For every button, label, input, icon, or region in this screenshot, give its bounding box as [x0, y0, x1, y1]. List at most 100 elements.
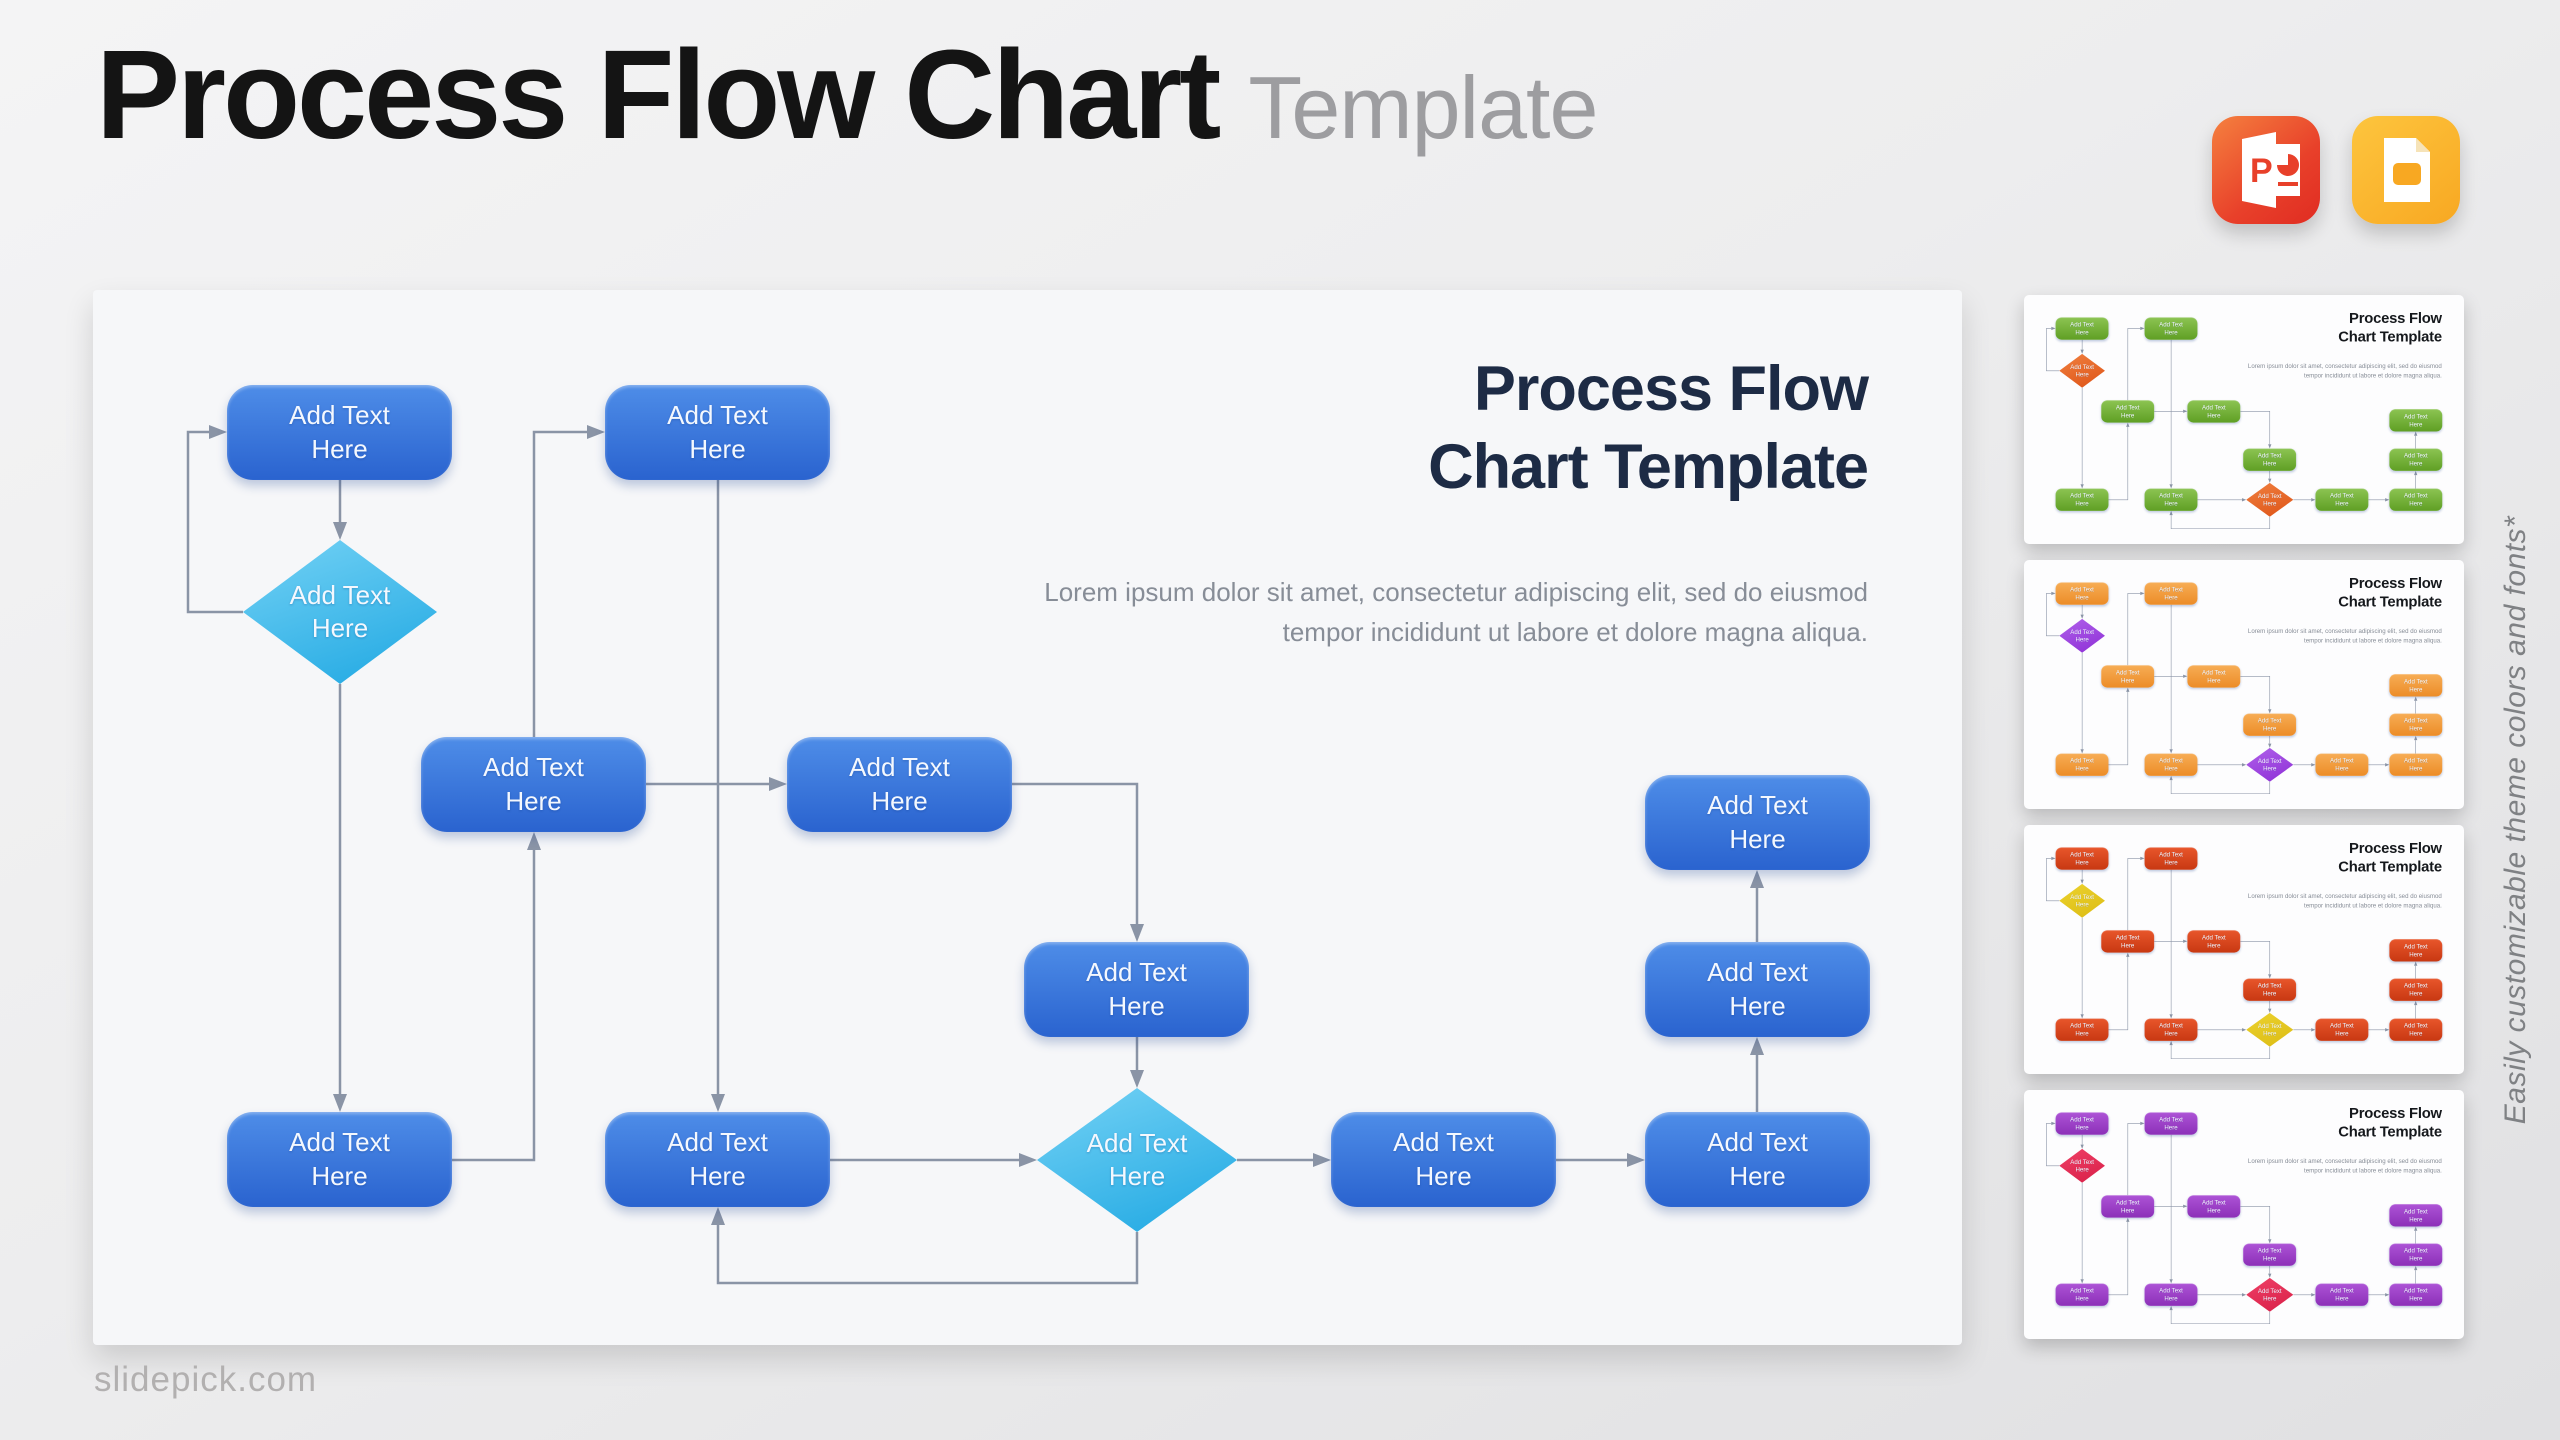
- flow-node-label: Add Text Here: [2115, 933, 2140, 949]
- slide-title-line1: Process Flow: [2349, 1105, 2442, 1122]
- flow-node[interactable]: Add Text Here: [2144, 488, 2198, 511]
- google-slides-icon-glyph: [2384, 138, 2430, 202]
- flow-node-label: Add Text Here: [2070, 320, 2094, 336]
- flow-node-label: Add Text Here: [2159, 850, 2183, 866]
- flow-node[interactable]: Add Text Here: [2315, 488, 2369, 511]
- flow-node-label: Add Text Here: [1086, 957, 1187, 1021]
- slide-title-line2: Chart Template: [2338, 593, 2442, 610]
- flow-node[interactable]: Add Text Here: [2389, 1018, 2443, 1041]
- flow-node[interactable]: Add Text Here: [787, 737, 1012, 832]
- flow-node[interactable]: Add Text Here: [2243, 448, 2297, 471]
- flow-node-label: Add Text Here: [2070, 1158, 2094, 1174]
- flow-node[interactable]: Add Text Here: [421, 737, 646, 832]
- flow-node-label: Add Text Here: [2257, 717, 2282, 732]
- flow-node[interactable]: Add Text Here: [2243, 978, 2297, 1001]
- slide-canvas: Add Text Here Add Text Here Add Text Her…: [2024, 560, 2464, 808]
- thumbnail-green-theme-slide[interactable]: Add Text Here Add Text Here Add Text Her…: [2024, 295, 2464, 544]
- side-note: Easily customizable theme colors and fon…: [2499, 515, 2532, 1125]
- flow-node[interactable]: Add Text Here: [2187, 665, 2241, 688]
- flow-node[interactable]: Add Text Here: [2187, 930, 2241, 953]
- flow-node-label: Add Text Here: [2159, 320, 2183, 336]
- flow-node[interactable]: Add Text Here: [2389, 978, 2443, 1001]
- flow-node-label: Add Text Here: [1393, 1127, 1494, 1191]
- flow-node-label: Add Text Here: [2159, 757, 2183, 772]
- flow-node[interactable]: Add Text Here: [1645, 1112, 1870, 1207]
- thumbnail-orange-theme-slide[interactable]: Add Text Here Add Text Here Add Text Her…: [2024, 560, 2464, 809]
- flow-node[interactable]: Add Text Here: [1024, 942, 1249, 1037]
- flow-node[interactable]: Add Text Here: [2101, 930, 2155, 953]
- flow-node[interactable]: Add Text Here: [2055, 488, 2109, 511]
- flow-node[interactable]: Add Text Here: [2055, 1283, 2109, 1306]
- flow-node[interactable]: Add Text Here: [2389, 713, 2443, 736]
- flow-connectors: [2046, 1121, 2418, 1325]
- flow-node-label: Add Text Here: [2070, 492, 2094, 507]
- flow-node[interactable]: Add Text Here: [2055, 1112, 2109, 1135]
- flow-node[interactable]: Add Text Here: [2315, 1283, 2369, 1306]
- flow-node[interactable]: Add Text Here: [2389, 939, 2443, 962]
- flow-node-label: Add Text Here: [2070, 850, 2094, 866]
- flow-node[interactable]: Add Text Here: [2389, 1204, 2443, 1227]
- flow-node[interactable]: Add Text Here: [2389, 448, 2443, 471]
- flow-node-label: Add Text Here: [2070, 628, 2094, 644]
- flow-node[interactable]: Add Text Here: [2243, 1243, 2297, 1266]
- mini-slide-host: Add Text Here Add Text Here Add Text Her…: [2024, 295, 2464, 543]
- thumbnail-purple-theme-slide[interactable]: Add Text Here Add Text Here Add Text Her…: [2024, 1090, 2464, 1339]
- flow-node[interactable]: Add Text Here: [2055, 582, 2109, 605]
- slide-description: Lorem ipsum dolor sit amet, consectetur …: [2247, 892, 2442, 910]
- flow-node[interactable]: Add Text Here: [2144, 753, 2198, 776]
- flow-node[interactable]: Add Text Here: [2389, 409, 2443, 432]
- flow-node[interactable]: Add Text Here: [2315, 753, 2369, 776]
- flow-node[interactable]: Add Text Here: [2389, 1283, 2443, 1306]
- flow-node[interactable]: Add Text Here: [2144, 1018, 2198, 1041]
- flow-node[interactable]: Add Text Here: [2055, 1018, 2109, 1041]
- flow-node[interactable]: Add Text Here: [1331, 1112, 1556, 1207]
- flow-node[interactable]: Add Text Here: [2101, 665, 2155, 688]
- flow-node-label: Add Text Here: [2403, 677, 2428, 693]
- flow-node[interactable]: Add Text Here: [2315, 1018, 2369, 1041]
- flow-node-label: Add Text Here: [2403, 452, 2428, 467]
- thumbnail-red-theme-slide[interactable]: Add Text Here Add Text Here Add Text Her…: [2024, 825, 2464, 1074]
- google-slides-icon[interactable]: [2352, 116, 2460, 224]
- flow-node[interactable]: Add Text Here: [2055, 847, 2109, 870]
- flow-node[interactable]: Add Text Here: [1645, 942, 1870, 1037]
- flow-node[interactable]: Add Text Here: [2055, 753, 2109, 776]
- flow-node[interactable]: Add Text Here: [2187, 400, 2241, 423]
- powerpoint-icon[interactable]: P: [2212, 116, 2320, 224]
- flow-node[interactable]: Add Text Here: [2101, 400, 2155, 423]
- flow-node[interactable]: Add Text Here: [605, 1112, 830, 1207]
- slide-description: Lorem ipsum dolor sit amet, consectetur …: [2247, 1157, 2442, 1175]
- flow-node[interactable]: Add Text Here: [2144, 1283, 2198, 1306]
- flow-node-label: Add Text Here: [1707, 1127, 1808, 1191]
- flow-node[interactable]: Add Text Here: [605, 385, 830, 480]
- flow-node[interactable]: Add Text Here: [2144, 317, 2198, 340]
- flow-node[interactable]: Add Text Here: [227, 385, 452, 480]
- flow-connectors: [2046, 856, 2418, 1060]
- flow-node[interactable]: Add Text Here: [2187, 1195, 2241, 1218]
- flow-node-label: Add Text Here: [2070, 1022, 2094, 1037]
- flow-node[interactable]: Add Text Here: [1645, 775, 1870, 870]
- flow-node-label: Add Text Here: [2115, 403, 2140, 419]
- flow-node[interactable]: Add Text Here: [2144, 847, 2198, 870]
- flow-node-label: Add Text Here: [2403, 1247, 2428, 1262]
- flow-node-label: Add Text Here: [2201, 1198, 2226, 1214]
- flow-node[interactable]: Add Text Here: [2389, 1243, 2443, 1266]
- flow-node[interactable]: Add Text Here: [2389, 488, 2443, 511]
- slide-title: Process Flow Chart Template: [2338, 839, 2442, 876]
- flow-node[interactable]: Add Text Here: [2144, 1112, 2198, 1135]
- page-title: Process Flow Chart: [96, 24, 1221, 165]
- flow-node-label: Add Text Here: [2070, 585, 2094, 601]
- flow-node[interactable]: Add Text Here: [227, 1112, 452, 1207]
- flow-node[interactable]: Add Text Here: [2389, 674, 2443, 697]
- page-header: Process Flow Chart Template: [96, 24, 1598, 165]
- flow-node-label: Add Text Here: [2159, 1287, 2183, 1302]
- flow-node[interactable]: Add Text Here: [2101, 1195, 2155, 1218]
- flow-node[interactable]: Add Text Here: [2055, 317, 2109, 340]
- flow-node-label: Add Text Here: [2330, 1022, 2354, 1037]
- flow-node-label: Add Text Here: [2070, 893, 2094, 909]
- flow-node[interactable]: Add Text Here: [2389, 753, 2443, 776]
- flow-node[interactable]: Add Text Here: [2144, 582, 2198, 605]
- flow-node[interactable]: Add Text Here: [2243, 713, 2297, 736]
- slide-title-line1: Process Flow: [2349, 840, 2442, 857]
- flow-node-label: Add Text Here: [2257, 757, 2282, 773]
